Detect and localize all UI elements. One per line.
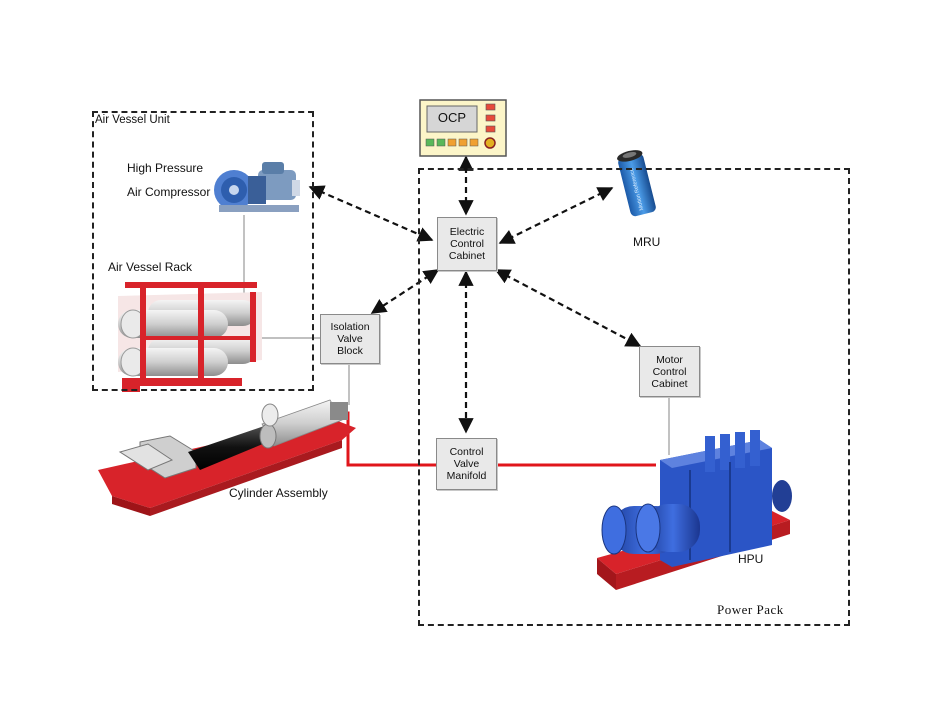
emergency-stop-button [484,137,496,149]
power-pack-region [418,168,850,626]
panel-button [436,138,446,147]
isolation-valve-block-box: Isolation Valve Block [320,314,380,364]
panel-button [447,138,457,147]
electric-control-cabinet-text: Electric Control Cabinet [448,226,486,262]
ecc-isolation-valve-arrow [370,269,440,314]
indicator-light [485,114,496,122]
air-vessel-rack-image [118,282,262,392]
mru-label: MRU [633,235,661,249]
hpu-image [597,430,792,590]
ocp-label: OCP [437,110,467,125]
ocp-panel [419,99,507,157]
control-valve-manifold-box: Control Valve Manifold [436,438,497,490]
compressor-ecc-arrow [308,185,434,242]
panel-button [425,138,435,147]
power-pack-title: Power Pack [717,602,784,617]
electric-control-cabinet-box: Electric Control Cabinet [437,217,497,271]
compressor-label-line1: High Pressure [127,161,204,175]
motor-control-cabinet-text: Motor Control Cabinet [651,353,688,390]
isolation-valve-block-text: Isolation Valve Block [330,321,370,357]
panel-button [458,138,468,147]
cylinder-assembly-label: Cylinder Assembly [229,486,328,500]
air-compressor-image [214,162,300,212]
air-vessel-rack-label: Air Vessel Rack [108,260,193,274]
motor-control-cabinet-box: Motor Control Cabinet [639,346,700,397]
cylinder-assembly-image [98,399,356,516]
signal-links [308,155,642,434]
hpu-label: HPU [738,552,764,566]
ecc-motor-cabinet-arrow [494,269,642,347]
mru-ecc-arrow [498,187,614,244]
compressor-label-line2: Air Compressor [127,185,211,199]
indicator-light [485,103,496,111]
control-valve-manifold-text: Control Valve Manifold [446,446,487,482]
panel-button [469,138,479,147]
air-vessel-unit-region [92,111,314,391]
indicator-light [485,125,496,133]
air-vessel-unit-title: Air Vessel Unit [95,114,170,126]
